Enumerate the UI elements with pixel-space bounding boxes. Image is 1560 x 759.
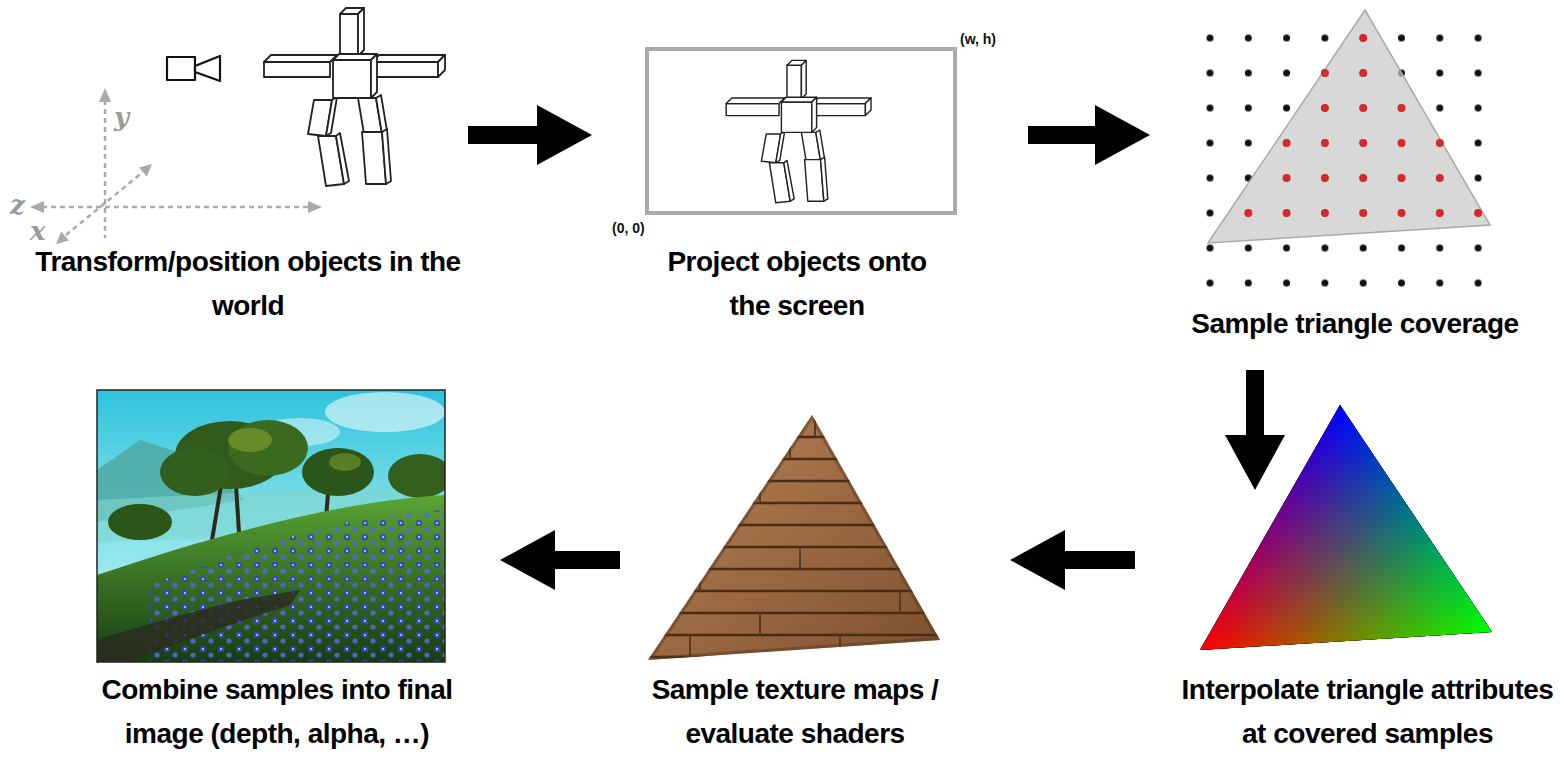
screen-frame	[647, 49, 955, 213]
axis-arrowhead	[308, 201, 322, 213]
wood-edge-shade	[648, 415, 940, 660]
axis-arrowhead	[30, 201, 44, 213]
covered-samples	[1244, 34, 1482, 217]
axis-label: y	[114, 104, 129, 130]
camera-body	[167, 57, 195, 80]
meadow	[97, 495, 445, 662]
stage-caption: Combine samples into final image (depth,…	[82, 668, 472, 756]
image-border	[97, 390, 445, 662]
axis-arrowhead	[56, 232, 69, 244]
axis-label: z	[10, 192, 25, 218]
pipeline-stage: Sample triangle coverage	[1150, 0, 1560, 370]
canopy-highlight	[329, 453, 361, 471]
canopy-highlight	[228, 428, 272, 452]
stage-caption: Sample texture maps / evaluate shaders	[625, 668, 965, 756]
tree-canopy	[388, 454, 445, 498]
camera-lens	[195, 56, 220, 81]
wood-triangle	[640, 410, 950, 665]
stage-caption: Project objects onto the screen	[652, 240, 942, 328]
z-axis	[42, 206, 310, 209]
pipeline-stage: Project objects onto the screen	[592, 0, 1028, 328]
stage-caption: Sample triangle coverage	[1150, 302, 1560, 346]
wood-fill	[640, 410, 950, 665]
flow-arrow	[468, 105, 592, 165]
projected-robot	[726, 60, 871, 202]
pipeline-stage: Interpolate triangle attributes at cover…	[1135, 490, 1560, 756]
axis-label: x	[30, 218, 46, 244]
tree-canopy	[302, 448, 374, 496]
sky	[97, 390, 445, 662]
flower-field	[150, 510, 445, 662]
stage-caption: Interpolate triangle attributes at cover…	[1175, 668, 1560, 756]
dirt-path	[97, 590, 300, 662]
tree-canopy	[160, 448, 230, 496]
pipeline-stage: Combine samples into final image (depth,…	[60, 385, 500, 756]
camera-icon	[167, 56, 220, 81]
flow-arrow	[1010, 530, 1135, 590]
stage-caption: Transform/position objects in the world	[28, 240, 468, 328]
plank-lines	[640, 437, 950, 657]
corner-coordinate: (w, h)	[960, 31, 996, 47]
x-axis	[66, 172, 143, 235]
flow-arrow	[1225, 370, 1285, 490]
axis-arrowhead	[99, 88, 111, 102]
axis-arrowheads	[30, 88, 322, 244]
robot-figure	[264, 8, 445, 186]
flow-arrow	[500, 530, 620, 590]
y-axis	[104, 100, 107, 238]
flow-arrow	[1028, 105, 1150, 165]
rendered-scene	[97, 390, 445, 662]
pipeline-stage: Sample texture maps / evaluate shaders	[620, 400, 1010, 756]
plank-joints	[690, 415, 900, 657]
tree-canopy	[108, 504, 172, 540]
pipeline-stage: Transform/position objects in the world	[28, 0, 468, 328]
corner-coordinate: (0, 0)	[612, 220, 645, 236]
tree-canopy	[228, 420, 308, 476]
cloud	[325, 392, 445, 432]
world-axes	[42, 100, 310, 238]
axis-arrowhead	[139, 164, 152, 176]
coverage-triangle	[1208, 10, 1490, 243]
